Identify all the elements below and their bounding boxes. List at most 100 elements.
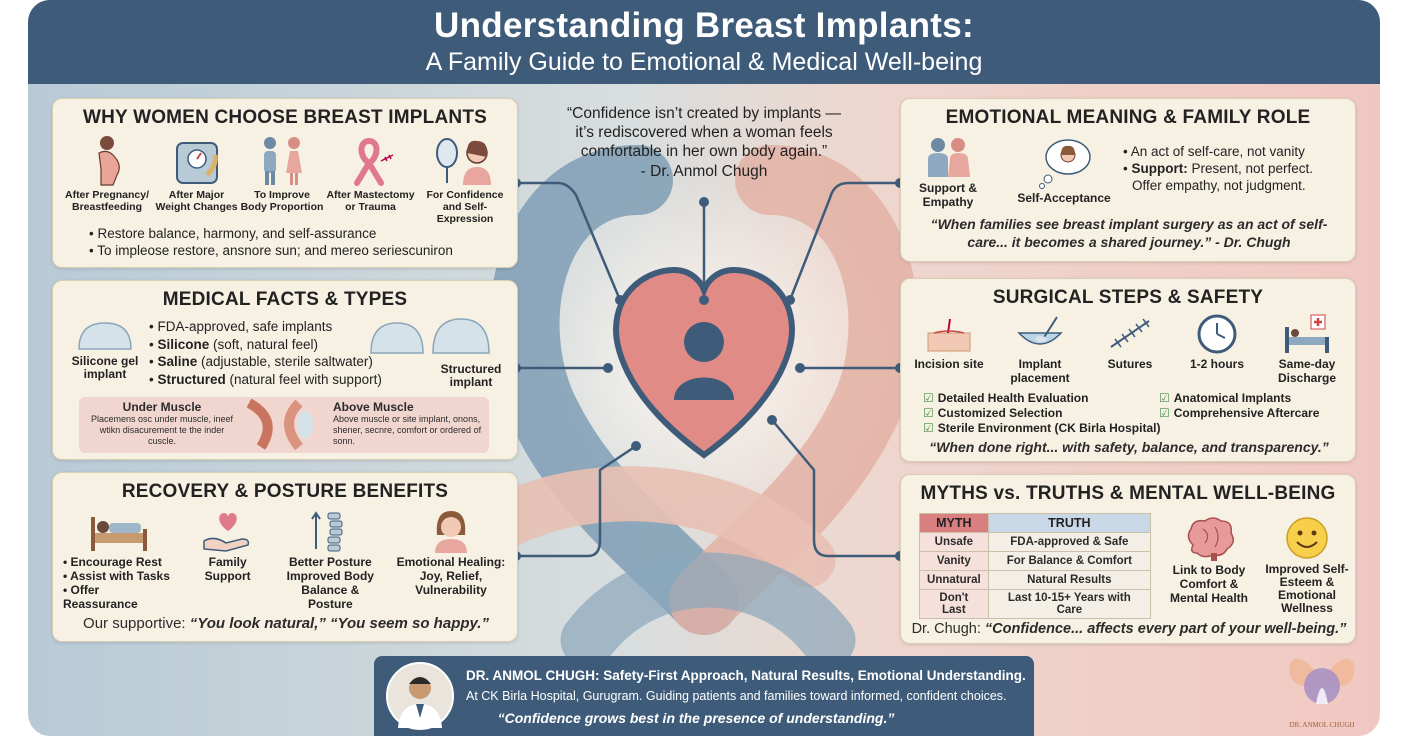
emotional-quote: “When families see breast implant surger… <box>930 216 1328 250</box>
under-muscle-title: Under Muscle <box>122 400 202 414</box>
smile-item: Improved Self-Esteem & Emotional Wellnes… <box>1265 515 1349 615</box>
myth-header: MYTH <box>919 513 989 533</box>
doctor-name-line: DR. ANMOL CHUGH: Safety-First Approach, … <box>466 668 1026 683</box>
checkbox-icon: ☑ <box>923 391 934 405</box>
center-quote-text: “Confidence isn’t created by implants — … <box>567 105 841 160</box>
emotional-item-acceptance: Self-Acceptance <box>1009 137 1119 205</box>
thought-bubble-icon <box>1039 139 1091 189</box>
emotional-card: EMOTIONAL MEANING & FAMILY ROLE Support … <box>900 98 1356 262</box>
clock-icon <box>1197 314 1237 354</box>
medical-bullet: • Saline (adjustable, sterile saltwater) <box>149 354 373 369</box>
doctor-location-line: At CK Birla Hospital, Gurugram. Guiding … <box>466 689 1007 703</box>
emotional-item-support: Support & Empathy <box>911 135 985 209</box>
why-bullet: • Restore balance, harmony, and self-ass… <box>89 226 377 241</box>
why-item-weight: After Major Weight Changes <box>155 135 239 225</box>
family-icon <box>928 138 970 177</box>
safety-check: ☑Sterile Environment (CK Birla Hospital) <box>923 421 1161 435</box>
surgical-quote: “When done right... with safety, balance… <box>929 439 1329 455</box>
checkbox-icon: ☑ <box>923 406 934 420</box>
hospital-bed-icon <box>1285 314 1329 353</box>
myths-title: MYTHS vs. TRUTHS & MENTAL WELL-BEING <box>920 483 1336 504</box>
center-quote: “Confidence isn’t created by implants — … <box>562 104 846 181</box>
recovery-item-rest: • Encourage Rest• Assist with Tasks• Off… <box>63 509 175 611</box>
butterfly-logo-icon <box>1289 658 1355 704</box>
infographic: Understanding Breast Implants: A Family … <box>28 0 1380 736</box>
bed-rest-icon <box>91 517 147 551</box>
recovery-item-text: • Encourage Rest• Assist with Tasks• Off… <box>63 555 170 611</box>
surgical-step-placement: Implant placement <box>1002 313 1078 385</box>
why-item-confidence: For Confidence and Self-Expression <box>417 135 513 225</box>
heart-hand-icon <box>202 513 249 552</box>
page-title: Understanding Breast Implants: <box>434 6 974 45</box>
surgical-title: SURGICAL STEPS & SAFETY <box>992 287 1264 308</box>
medical-bullet: • Structured (natural feel with support) <box>149 371 382 387</box>
emotional-bullet: • An act of self-care, not vanity <box>1123 144 1305 159</box>
incision-icon <box>927 318 971 352</box>
medical-title: MEDICAL FACTS & TYPES <box>162 289 408 310</box>
surgical-card: SURGICAL STEPS & SAFETY Incision site Im… <box>900 278 1356 462</box>
medical-bullet: • Silicone (soft, natural feel) <box>149 336 319 352</box>
recovery-item-healing: Emotional Healing:Joy, Relief,Vulnerabil… <box>393 509 509 611</box>
emotional-bullet: Offer empathy, not judgment. <box>1132 178 1306 193</box>
doctor-avatar <box>386 662 454 730</box>
myths-card: MYTHS vs. TRUTHS & MENTAL WELL-BEING MYT… <box>900 474 1356 644</box>
recovery-title: RECOVERY & POSTURE BENEFITS <box>121 481 449 502</box>
scale-icon <box>175 142 218 184</box>
brain-icon <box>1187 517 1234 561</box>
silicone-implant-icon <box>78 322 132 350</box>
ribbon-icon <box>353 137 393 186</box>
surgical-step-sutures: Sutures <box>1095 313 1165 385</box>
center-quote-author: - Dr. Anmol Chugh <box>640 163 768 180</box>
medical-card: MEDICAL FACTS & TYPES Silicone gel impla… <box>52 280 518 460</box>
why-item-pregnancy: After Pregnancy/ Breastfeeding <box>61 135 153 225</box>
mirror-icon <box>436 138 491 185</box>
surgical-step-duration: 1-2 hours <box>1182 313 1252 385</box>
under-muscle-text: Placemens osc under muscle, ineef wtikn … <box>90 414 234 446</box>
safety-check: ☑Anatomical Implants <box>1159 391 1292 405</box>
safety-check: ☑Customized Selection <box>923 406 1063 420</box>
why-bullet: • To impleose restore, ansnore sun; and … <box>89 243 453 258</box>
recovery-card: RECOVERY & POSTURE BENEFITS • Encourage … <box>52 472 518 642</box>
surgical-step-incision: Incision site <box>913 313 985 385</box>
doctor-quote: “Confidence grows best in the presence o… <box>497 710 895 726</box>
why-card: WHY WOMEN CHOOSE BREAST IMPLANTS After P… <box>52 98 518 268</box>
myths-quote: Dr. Chugh: “Confidence... affects every … <box>911 621 1347 637</box>
emotional-bullet: • Support: Present, not perfect. <box>1123 161 1314 176</box>
background-illustration <box>480 145 919 668</box>
recovery-quote: Our supportive: “You look natural,” “You… <box>83 615 489 632</box>
why-item-proportion: To Improve Body Proportion <box>240 135 324 225</box>
brand-logo: DR. ANMOL CHUGH <box>1274 644 1370 732</box>
why-item-mastectomy: After Mastectomy or Trauma <box>326 135 416 225</box>
checkbox-icon: ☑ <box>1159 406 1170 420</box>
checkbox-icon: ☑ <box>923 421 934 435</box>
page-subtitle: A Family Guide to Emotional & Medical We… <box>425 48 983 76</box>
structured-implant-label: Structured implant <box>440 362 502 389</box>
truth-header: TRUTH <box>987 513 1152 533</box>
surgical-step-discharge: Same-day Discharge <box>1269 313 1345 385</box>
above-muscle-text: Above muscle or site implant, onons, she… <box>333 414 482 446</box>
header-banner: Understanding Breast Implants: A Family … <box>28 0 1380 84</box>
emotional-title: EMOTIONAL MEANING & FAMILY ROLE <box>945 107 1311 128</box>
smiley-icon <box>1286 517 1328 559</box>
implant-shapes <box>369 317 491 362</box>
checkbox-icon: ☑ <box>1159 391 1170 405</box>
body-figures-icon <box>264 137 302 185</box>
safety-check: ☑Detailed Health Evaluation <box>923 391 1089 405</box>
brain-item: Link to Body Comfort & Mental Health <box>1163 515 1255 605</box>
implant-pair-icon <box>370 318 490 354</box>
muscle-diagram-icon <box>246 399 313 451</box>
spine-icon <box>311 511 343 552</box>
implant-placement-icon <box>1017 316 1063 345</box>
logo-text: DR. ANMOL CHUGH <box>1289 721 1355 729</box>
pregnant-woman-icon <box>98 136 120 186</box>
above-muscle-title: Above Muscle <box>333 400 414 414</box>
silicone-implant: Silicone gel implant <box>67 319 143 381</box>
doctor-banner: DR. ANMOL CHUGH: Safety-First Approach, … <box>374 656 1034 736</box>
why-title: WHY WOMEN CHOOSE BREAST IMPLANTS <box>83 107 487 128</box>
muscle-placement: Under Muscle Placemens osc under muscle,… <box>79 397 489 453</box>
